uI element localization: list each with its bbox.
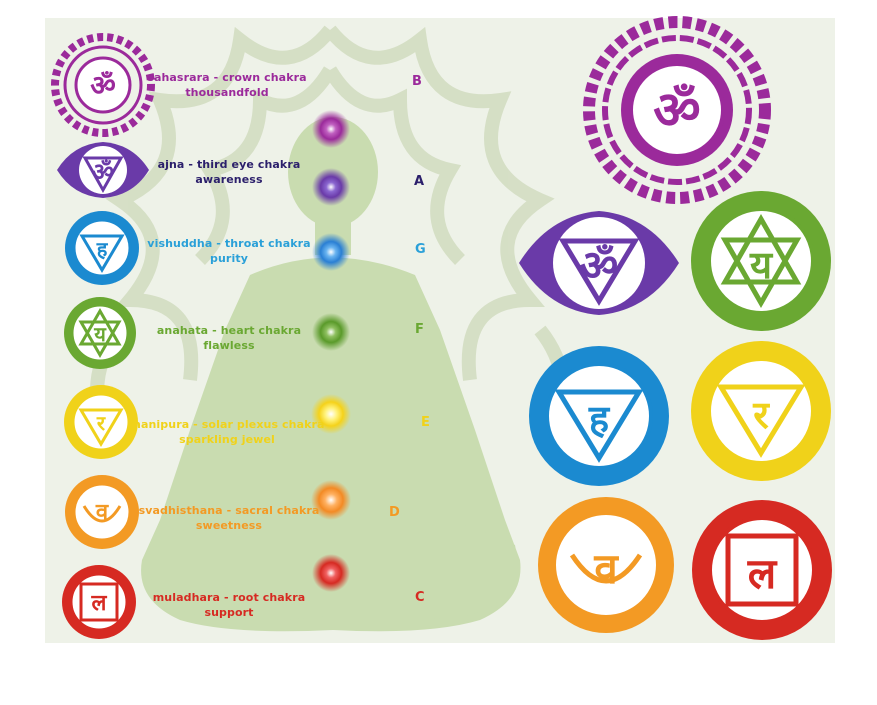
small-root-symbol xyxy=(62,565,136,639)
large-solar-symbol xyxy=(691,341,831,481)
sacral-point xyxy=(311,480,351,520)
svg-text:ॐ: ॐ xyxy=(92,158,114,186)
svg-text:य: य xyxy=(93,322,107,346)
heart-point xyxy=(312,313,350,351)
large-sacral-symbol xyxy=(538,497,674,633)
small-solar-symbol xyxy=(64,385,138,459)
svg-text:य: य xyxy=(749,243,774,287)
root-point xyxy=(312,554,350,592)
large-root-symbol xyxy=(692,500,832,640)
note-third-eye: A xyxy=(414,174,425,189)
small-crown-symbol xyxy=(51,33,155,137)
svg-text:ल: ल xyxy=(747,549,778,598)
large-symbols xyxy=(519,16,832,640)
small-heart-symbol xyxy=(64,297,136,369)
svg-text:र: र xyxy=(752,393,770,437)
svg-text:ह: ह xyxy=(96,237,109,261)
svg-text:व: व xyxy=(95,500,109,525)
symbol-glyphs: ॐ ॐ ह य र व ल ॐ ॐ य ह र व ल xyxy=(90,69,778,616)
note-heart: F xyxy=(415,322,424,337)
chakra-points xyxy=(311,110,351,592)
large-throat-symbol xyxy=(529,346,669,486)
large-heart-symbol xyxy=(691,191,831,331)
solar-point xyxy=(311,394,351,434)
note-solar: E xyxy=(421,415,430,430)
svg-text:ॐ: ॐ xyxy=(90,69,116,102)
note-throat: G xyxy=(415,242,426,257)
throat-point xyxy=(312,233,350,271)
third-eye-point xyxy=(312,168,350,206)
svg-text:ल: ल xyxy=(91,591,108,616)
large-third-eye-symbol xyxy=(519,211,679,315)
note-crown: B xyxy=(412,74,422,89)
svg-text:ह: ह xyxy=(588,397,611,441)
svg-text:व: व xyxy=(593,544,619,593)
small-throat-symbol xyxy=(65,211,139,285)
small-symbols xyxy=(51,33,155,639)
large-crown-symbol xyxy=(583,16,771,204)
note-root: C xyxy=(415,590,425,605)
small-third-eye-symbol xyxy=(57,142,149,198)
svg-text:ॐ: ॐ xyxy=(580,241,618,290)
svg-text:र: र xyxy=(96,411,106,435)
crown-point xyxy=(312,110,350,148)
small-sacral-symbol xyxy=(65,475,139,549)
note-sacral: D xyxy=(389,505,400,520)
svg-text:ॐ: ॐ xyxy=(653,81,700,141)
